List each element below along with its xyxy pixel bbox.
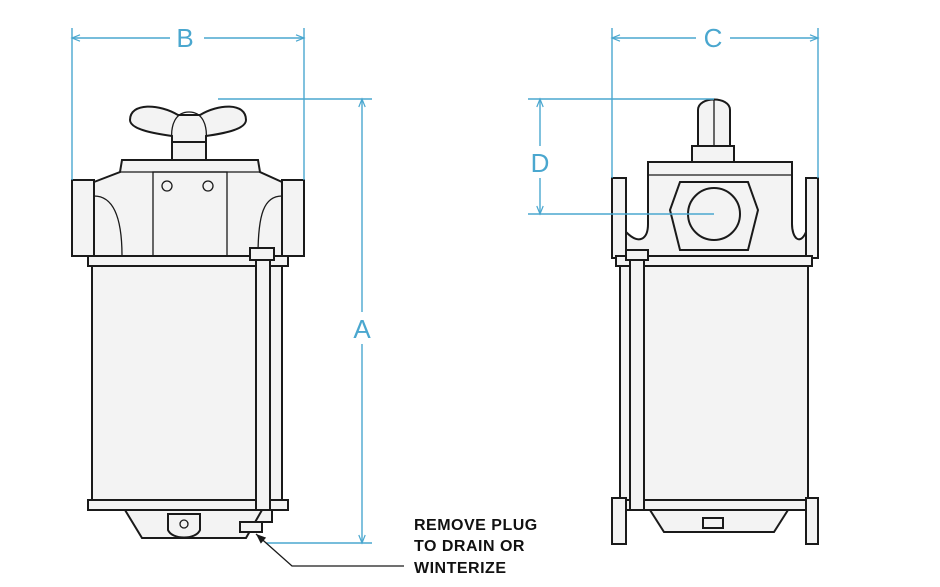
front-bowl [91, 265, 283, 501]
front-head [93, 159, 283, 257]
front-right-port [281, 179, 305, 257]
dimensions: B C A D [70, 23, 820, 545]
front-tie-rod [255, 257, 271, 511]
side-bottom-plate [615, 499, 813, 511]
dimension-a-label: A [353, 314, 371, 344]
callout-leader [255, 533, 404, 567]
dimension-c-label: C [704, 23, 723, 53]
front-view [71, 105, 305, 539]
side-rod-nut-top [625, 249, 649, 261]
side-left-leg [611, 497, 627, 545]
side-tie-rod [629, 257, 645, 511]
side-view [611, 98, 819, 545]
side-bowl [619, 265, 809, 501]
wing-nut-icon [128, 105, 248, 143]
note-line-2: TO DRAIN OR [414, 538, 525, 555]
side-left-post [611, 177, 627, 259]
note-line-1: REMOVE PLUG [414, 517, 538, 534]
side-drain-plug [702, 517, 724, 529]
side-nut-base [691, 145, 735, 163]
front-nut-base [171, 141, 207, 161]
drain-callout: REMOVE PLUG TO DRAIN OR WINTERIZE [255, 517, 538, 577]
front-rod-nut-top [249, 247, 275, 261]
note-line-3: WINTERIZE [414, 560, 507, 577]
side-right-post [805, 177, 819, 259]
side-right-leg [805, 497, 819, 545]
front-foot [167, 513, 201, 539]
dimension-d-label: D [531, 148, 550, 178]
front-left-port [71, 179, 95, 257]
drain-plug [239, 521, 263, 533]
dimension-b-label: B [176, 23, 193, 53]
